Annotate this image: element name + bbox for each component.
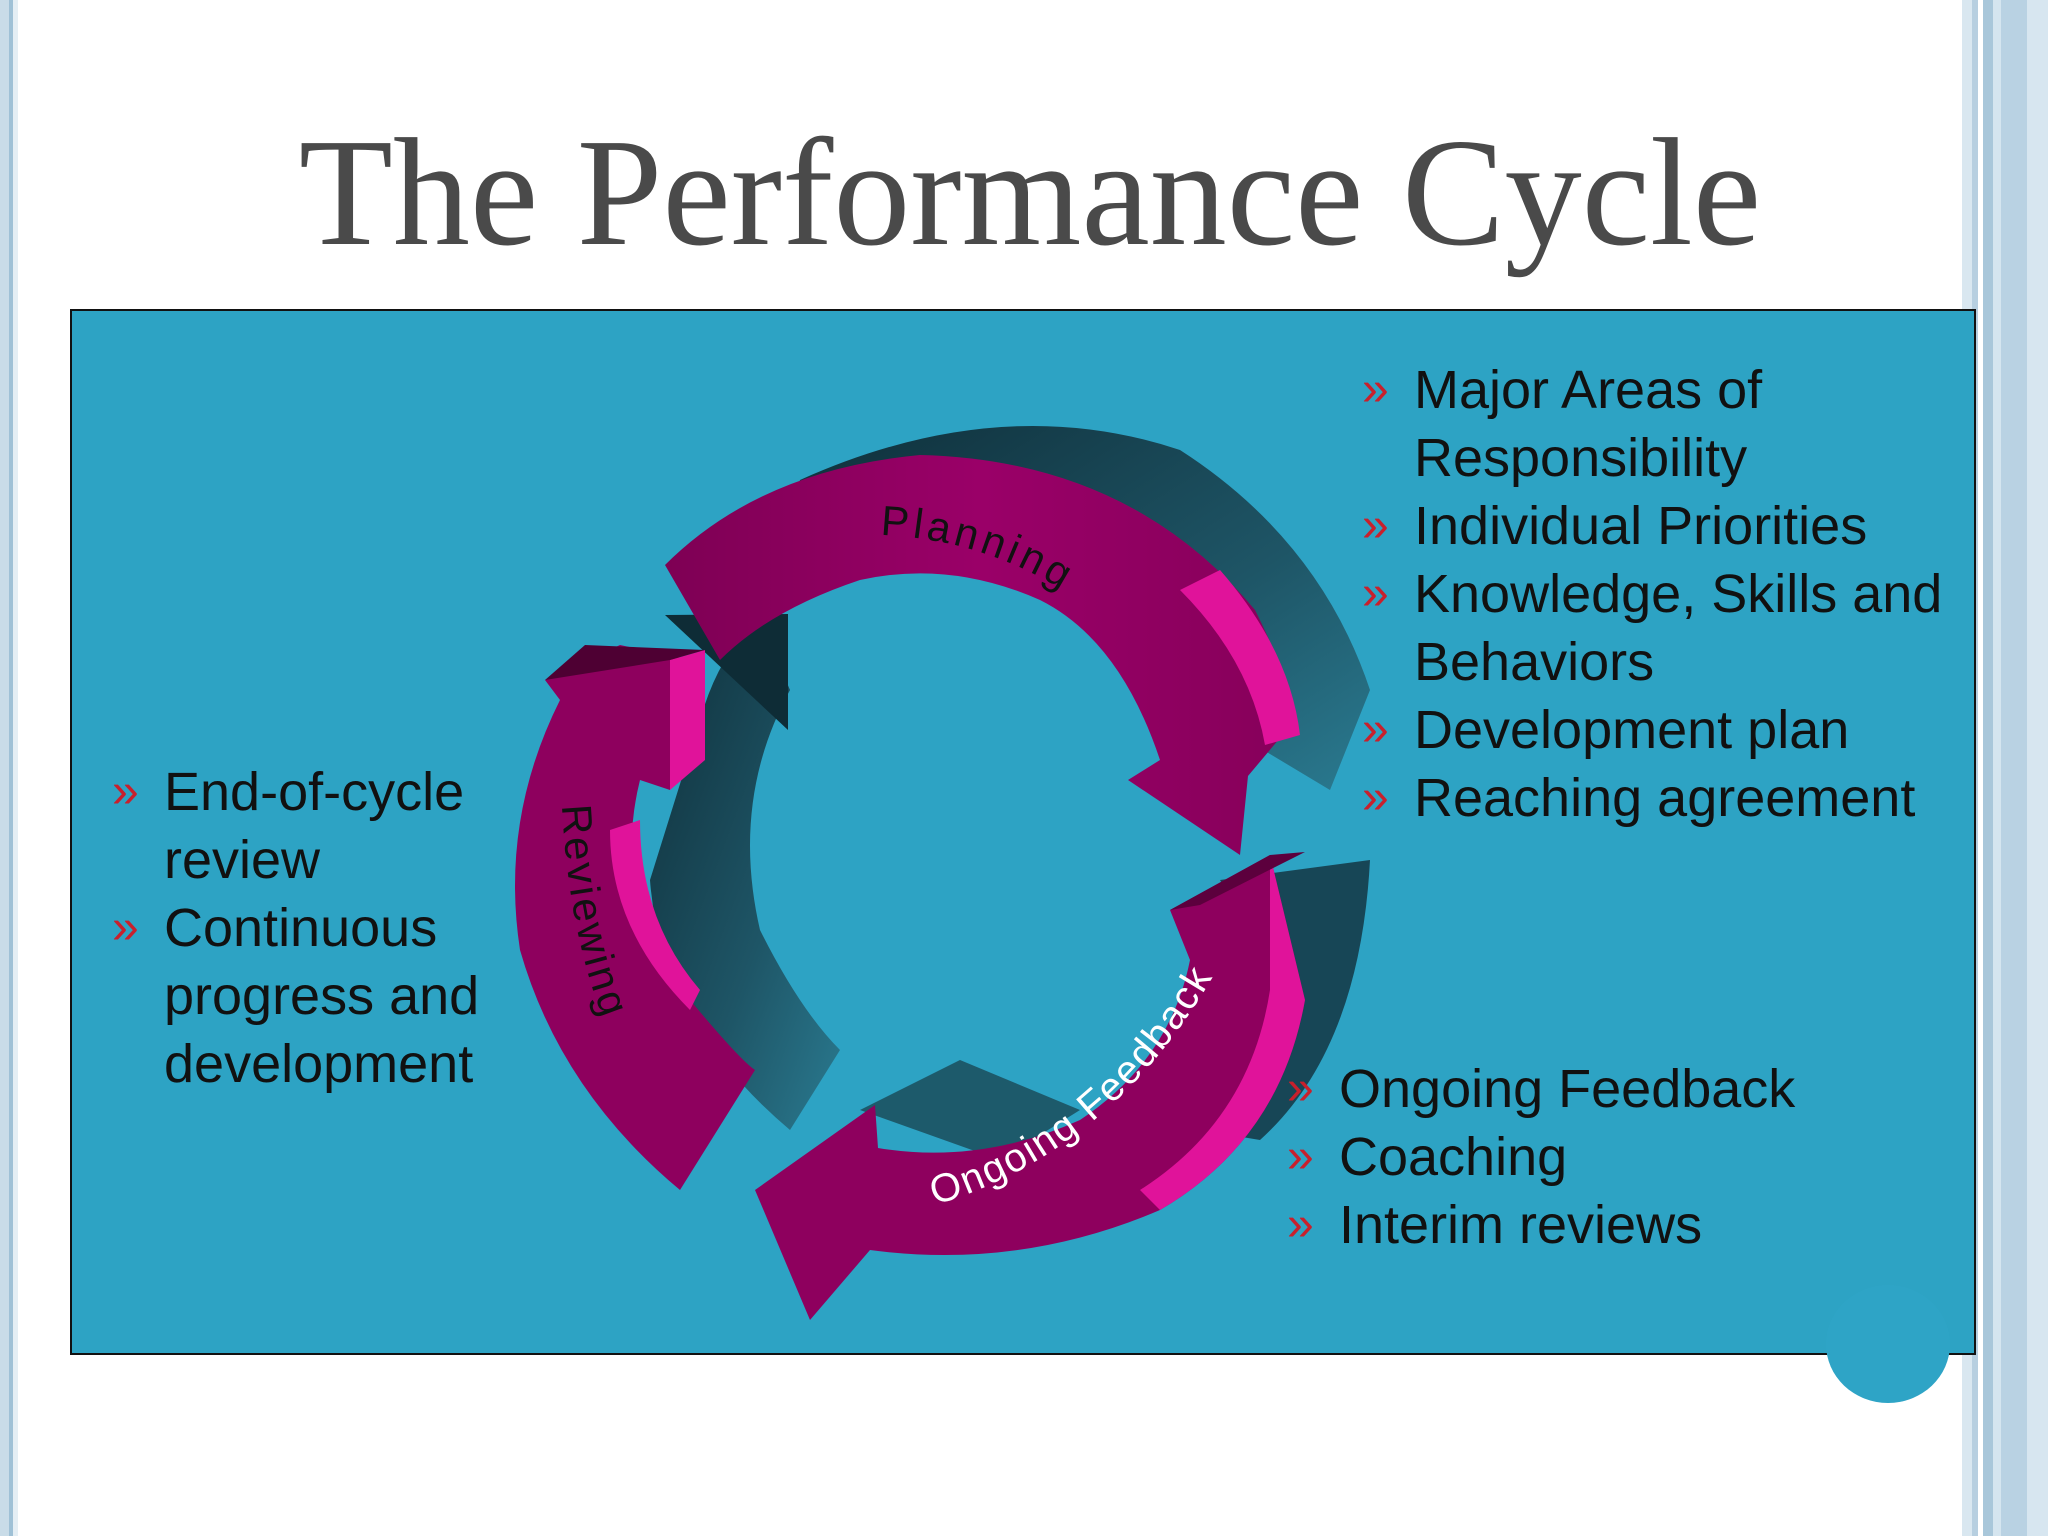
list-item: » Interim reviews [1287,1191,1887,1259]
list-item-text: Individual Priorities [1414,496,1868,556]
feedback-arrow [755,855,1305,1320]
list-item: » Individual Priorities [1362,492,2002,560]
inner-arrowhead-shadow [665,614,788,730]
list-item: » Major Areas of Responsibility [1362,356,2002,492]
list-item-text: Coaching [1339,1127,1568,1187]
left-border-stripe [0,0,9,1536]
right-border-stripe [1978,0,1983,1536]
bullet-icon: » [1362,771,1389,824]
slide-title: The Performance Cycle [298,108,1762,278]
list-item: » Reaching agreement [1362,764,2002,832]
bullet-icon: » [1362,703,1389,756]
list-item-text: Ongoing Feedback [1339,1059,1796,1119]
list-item: » Continuous progress and development [112,894,552,1098]
left-border-stripe [9,0,13,1536]
feedback-lower-shadow [860,1060,1080,1160]
bullet-icon: » [1362,567,1389,620]
left-border-stripe [13,0,18,1536]
planning-points-list: » Major Areas of Responsibility » Individu… [1362,356,2002,832]
bullet-icon: » [1287,1062,1314,1115]
reviewing-arrowhead-top [545,645,705,680]
planning-arrow [665,455,1295,855]
reviewing-arrow-highlight [610,820,700,1010]
list-item-text: Reaching agreement [1414,768,1916,828]
list-item: » Knowledge, Skills and Behaviors [1362,560,2002,696]
reviewing-points-list: » End-of-cycle review » Continuous progres… [112,758,552,1098]
reviewing-arrowhead-side [670,650,705,790]
list-item-text: Major Areas of Responsibility [1414,360,1763,488]
list-item: » Ongoing Feedback [1287,1055,1887,1123]
feedback-arrow-highlight [1140,855,1305,1210]
list-item: » Coaching [1287,1123,1887,1191]
right-border-stripe [1993,0,2001,1536]
bullet-icon: » [1287,1130,1314,1183]
list-item-text: Continuous progress and development [164,898,480,1094]
list-item: » Development plan [1362,696,2002,764]
list-item-text: Knowledge, Skills and Behaviors [1414,564,1943,692]
bullet-icon: » [1362,499,1389,552]
right-border-stripe [2001,0,2027,1536]
list-item-text: Development plan [1414,700,1850,760]
right-border-stripe [2027,0,2048,1536]
list-item-text: End-of-cycle review [164,762,465,890]
planning-arrow-highlight [1180,570,1300,745]
bullet-icon: » [1362,363,1389,416]
right-border-stripe [1983,0,1993,1536]
bullet-icon: » [112,765,139,818]
bullet-icon: » [112,901,139,954]
list-item: » End-of-cycle review [112,758,552,894]
feedback-points-list: » Ongoing Feedback » Coaching » Interim rev… [1287,1055,1887,1259]
feedback-arrow-top [1170,852,1305,910]
decorative-circle [1826,1285,1950,1403]
bullet-icon: » [1287,1198,1314,1251]
list-item-text: Interim reviews [1339,1195,1703,1255]
